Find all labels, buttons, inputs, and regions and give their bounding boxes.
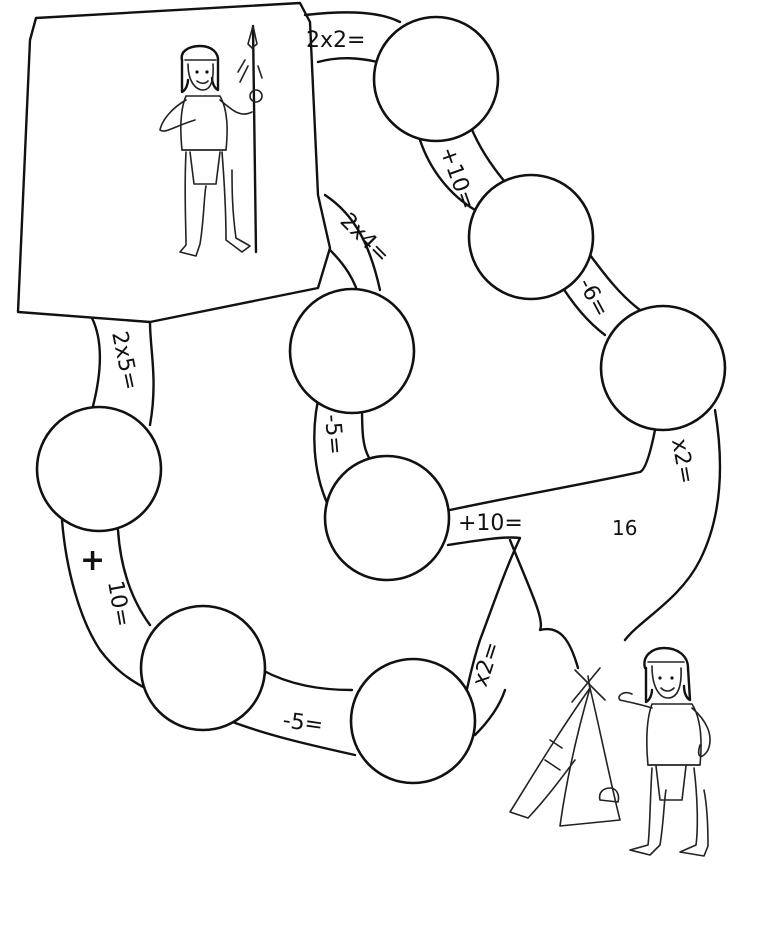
op-label-5: +10= — [458, 511, 523, 536]
start-panel — [16, 1, 332, 324]
boy-with-spear-illustration — [159, 24, 263, 257]
op-label-4: x2= — [666, 437, 699, 486]
answer-circle-6[interactable] — [35, 405, 163, 533]
op-label-7: 2x4= — [335, 209, 395, 269]
answer-circle-1[interactable] — [372, 15, 500, 143]
answer-circle-5[interactable] — [323, 454, 451, 582]
path-band — [60, 11, 722, 757]
answer-circle-3[interactable] — [599, 304, 727, 432]
op-label-6: -5= — [319, 413, 347, 455]
op-label-1: 2x2= — [306, 28, 365, 53]
answer-circle-4[interactable] — [288, 287, 416, 415]
handwritten-answer: 16 — [612, 516, 637, 540]
boy-with-tent-illustration — [509, 646, 711, 857]
answer-circle-2[interactable] — [467, 173, 595, 301]
op-label-10: -5= — [281, 708, 324, 738]
op-label-9-sign: + — [80, 543, 105, 578]
answer-circle-8[interactable] — [349, 657, 477, 785]
op-label-11: x2= — [468, 639, 506, 690]
answer-circles — [35, 15, 727, 785]
op-label-3: -6= — [573, 274, 614, 321]
op-label-8: 2x5= — [106, 329, 143, 392]
answer-circle-7[interactable] — [139, 604, 267, 732]
